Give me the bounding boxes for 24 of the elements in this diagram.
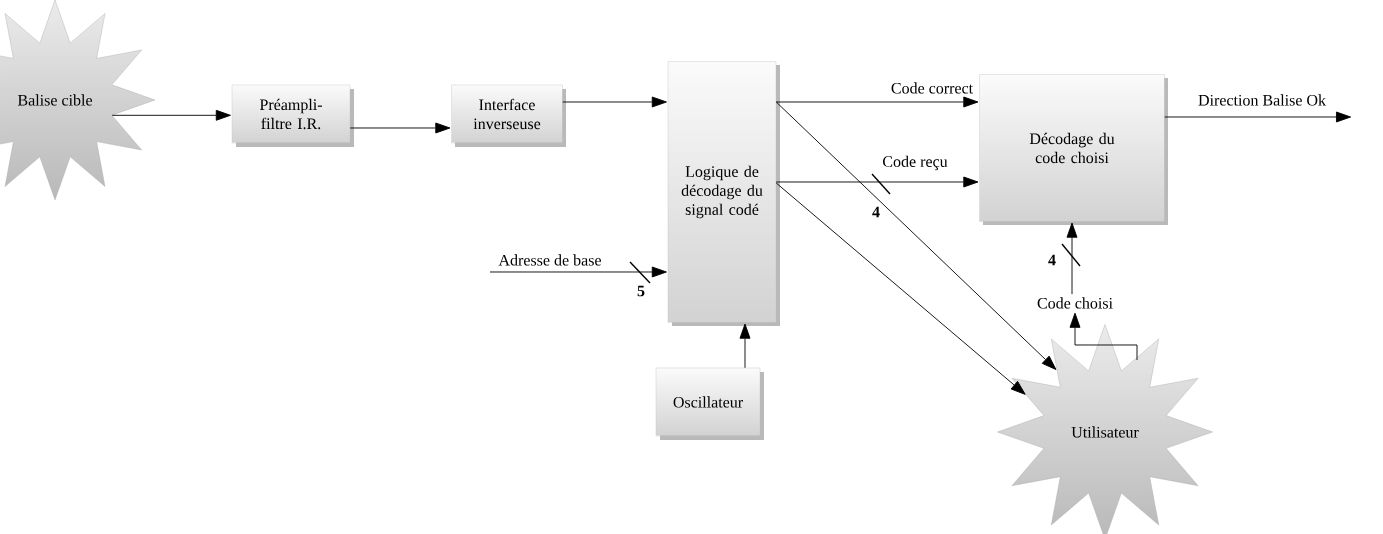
block-box: Interface inverseuse bbox=[451, 84, 566, 147]
block-box: Préampli-filtre I.R. bbox=[231, 84, 354, 147]
arrow bbox=[349, 122, 451, 134]
signal-label: Code choisi bbox=[1037, 297, 1113, 309]
arrow bbox=[1164, 111, 1352, 123]
arrow bbox=[775, 96, 979, 108]
arrow bbox=[1066, 222, 1078, 295]
arrow bbox=[775, 182, 1026, 395]
bus-width: 4 bbox=[1048, 254, 1056, 266]
edge-label: Adresse de base bbox=[498, 254, 601, 266]
arrow bbox=[739, 323, 751, 369]
arrow bbox=[775, 176, 979, 188]
bus-width: 4 bbox=[872, 206, 880, 218]
block-box: Oscillateur bbox=[655, 367, 764, 440]
edge-label: Direction Balise Ok bbox=[1198, 94, 1326, 106]
bus-width: 5 bbox=[637, 285, 645, 297]
arrow bbox=[1069, 312, 1138, 361]
block-box: Logique de décodage du signal codé bbox=[667, 61, 780, 326]
arrow bbox=[562, 96, 667, 108]
arrow bbox=[775, 101, 1057, 370]
edge-label: Code correct bbox=[891, 82, 973, 94]
arrow bbox=[489, 266, 667, 278]
block-box: Décodage du code choisi bbox=[979, 74, 1168, 225]
edge-label: Code reçu bbox=[883, 155, 948, 171]
